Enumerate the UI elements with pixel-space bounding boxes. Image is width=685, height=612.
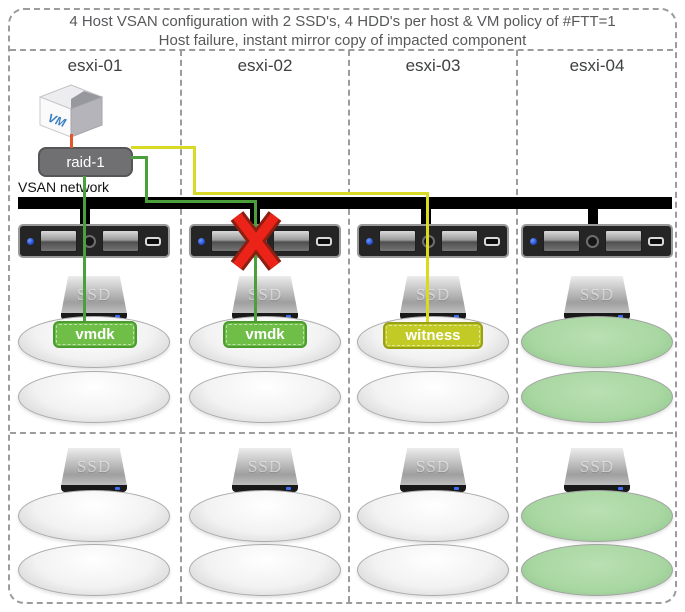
hdd-disk-mirror xyxy=(521,371,673,423)
hdd-disk xyxy=(189,371,341,423)
hdd-disk-mirror xyxy=(521,490,673,542)
server-drive-bay xyxy=(543,230,580,252)
hdd-disk xyxy=(357,490,509,542)
vm-cube-icon: VM xyxy=(38,84,104,138)
diagram-title: 4 Host VSAN configuration with 2 SSD's, … xyxy=(0,12,685,50)
hdd-disk xyxy=(18,371,170,423)
ssd-base xyxy=(232,485,298,492)
ssd-icon: SSD xyxy=(564,276,630,320)
raid-1-object: raid-1 xyxy=(38,147,133,177)
server-led xyxy=(530,237,537,245)
ssd-led xyxy=(115,487,120,490)
ssd-base xyxy=(400,485,466,492)
diagram-outer-border xyxy=(8,8,677,604)
ssd-icon: SSD xyxy=(61,448,127,492)
witness-component-esxi-03: witness xyxy=(383,322,483,349)
ssd-icon: SSD xyxy=(400,276,466,320)
ssd-label: SSD xyxy=(61,448,127,486)
server-port xyxy=(484,236,500,246)
ssd-icon: SSD xyxy=(400,448,466,492)
ssd-base xyxy=(61,485,127,492)
ssd-label: SSD xyxy=(61,276,127,314)
hdd-disk-mirror xyxy=(521,544,673,596)
title-separator xyxy=(10,49,673,51)
witness-link-seg-c xyxy=(193,192,429,195)
ssd-led xyxy=(618,487,623,490)
host-failure-x-icon xyxy=(230,211,282,271)
server-port xyxy=(145,236,161,246)
server-esxi-01 xyxy=(18,224,170,258)
vmdk-component-esxi-02: vmdk xyxy=(223,321,307,348)
ssd-base xyxy=(564,485,630,492)
column-separator-2 xyxy=(348,50,350,602)
server-drive-bay xyxy=(102,230,139,252)
hdd-disk xyxy=(189,490,341,542)
vmdk-component-esxi-01: vmdk xyxy=(53,321,137,348)
replica-link-2-seg-a xyxy=(131,156,148,159)
hdd-disk xyxy=(357,544,509,596)
ssd-label: SSD xyxy=(400,448,466,486)
ssd-led xyxy=(454,487,459,490)
hdd-disk xyxy=(189,544,341,596)
witness-link-seg-b xyxy=(193,146,196,195)
column-separator-3 xyxy=(516,50,518,602)
uplink-esxi-04 xyxy=(588,205,598,225)
server-drive-bay xyxy=(605,230,642,252)
host-label-esxi-01: esxi-01 xyxy=(67,56,123,75)
ssd-label: SSD xyxy=(232,276,298,314)
ssd-icon: SSD xyxy=(232,276,298,320)
vsan-network-label: VSAN network xyxy=(18,179,110,195)
ssd-icon: SSD xyxy=(61,276,127,320)
title-line-2: Host failure, instant mirror copy of imp… xyxy=(158,32,527,49)
server-drive-bay xyxy=(379,230,416,252)
host-label-esxi-02: esxi-02 xyxy=(237,56,293,75)
column-separator-1 xyxy=(180,50,182,602)
vm-raid-link xyxy=(70,134,73,148)
ssd-icon: SSD xyxy=(232,448,298,492)
ssd-led xyxy=(286,487,291,490)
ssd-label: SSD xyxy=(232,448,298,486)
ssd-icon: SSD xyxy=(564,448,630,492)
witness-link-seg-a xyxy=(131,146,196,149)
server-led xyxy=(198,237,205,245)
server-esxi-02 xyxy=(189,224,341,258)
ssd-label: SSD xyxy=(564,448,630,486)
host-label-esxi-04: esxi-04 xyxy=(569,56,625,75)
server-led xyxy=(27,237,34,245)
hdd-disk xyxy=(357,371,509,423)
vm-cube-label: VM xyxy=(46,111,69,131)
disk-group-separator xyxy=(10,432,673,434)
vsan-network-bar xyxy=(18,197,672,209)
replica-link-1 xyxy=(83,176,86,336)
server-port xyxy=(648,236,664,246)
server-drive-bay xyxy=(273,230,310,252)
server-drive-bay xyxy=(40,230,77,252)
title-line-1: 4 Host VSAN configuration with 2 SSD's, … xyxy=(69,13,616,30)
replica-link-2-seg-d xyxy=(254,200,257,333)
hdd-disk xyxy=(18,544,170,596)
server-power-knob xyxy=(586,234,599,248)
hdd-disk xyxy=(18,490,170,542)
ssd-label: SSD xyxy=(400,276,466,314)
witness-link-seg-d xyxy=(426,192,429,334)
hdd-disk-mirror xyxy=(521,316,673,368)
server-port xyxy=(316,236,332,246)
server-esxi-04 xyxy=(521,224,673,258)
replica-link-2-seg-b xyxy=(145,156,148,203)
server-led xyxy=(366,237,373,245)
server-esxi-03 xyxy=(357,224,509,258)
replica-link-2-seg-c xyxy=(145,200,257,203)
ssd-label: SSD xyxy=(564,276,630,314)
server-drive-bay xyxy=(441,230,478,252)
host-label-esxi-03: esxi-03 xyxy=(405,56,461,75)
